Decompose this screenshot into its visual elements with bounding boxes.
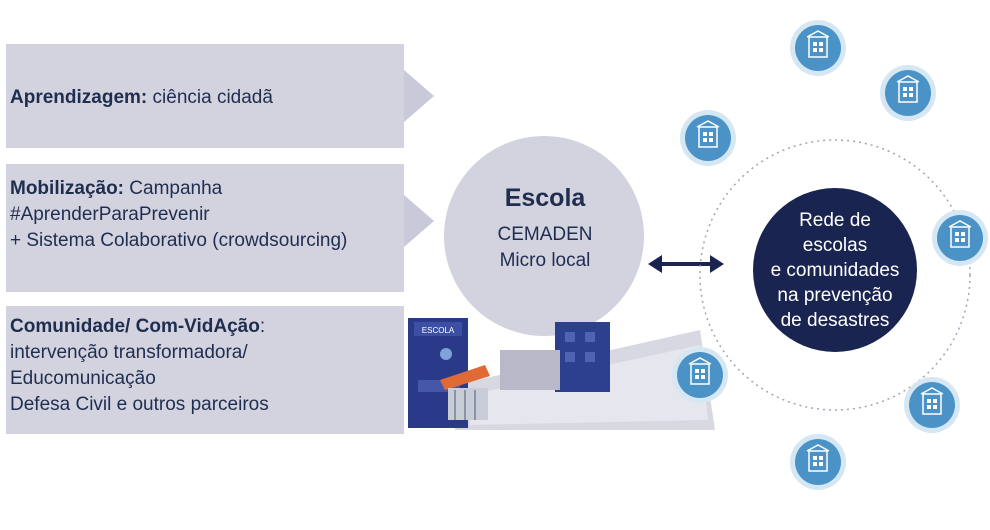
school-line2: Micro local: [499, 250, 591, 271]
school-building-icon: [904, 377, 960, 433]
network-ring: [699, 139, 971, 411]
school-building-icon: [932, 210, 988, 266]
school-circle-text: Escola CEMADEN Micro local: [470, 182, 620, 274]
learning-text: Aprendizagem: ciência cidadã: [10, 87, 273, 108]
network-center: [753, 188, 917, 352]
school-building-illustration: ESCOLA: [408, 318, 610, 428]
school-building-icon: [672, 347, 728, 403]
network-text: Rede de escolas e comunidades na prevenç…: [770, 210, 900, 331]
school-sign: ESCOLA: [422, 326, 455, 335]
school-circle: [444, 136, 644, 336]
community-box: [6, 306, 404, 434]
mobilization-box: [6, 164, 404, 292]
learning-box: [6, 44, 404, 148]
double-arrow-icon: [648, 255, 724, 273]
network-nodes: [672, 20, 988, 490]
school-building-icon: [880, 65, 936, 121]
mobilization-text: Mobilização: Campanha #AprenderParaPreve…: [10, 178, 348, 251]
box-arrow-1: [404, 70, 434, 122]
school-title: Escola: [504, 184, 586, 212]
school-building-icon: [790, 434, 846, 490]
school-line1: CEMADEN: [497, 224, 593, 245]
community-text: Comunidade/ Com-VidAção: intervenção tra…: [10, 316, 269, 415]
school-building-icon: [790, 20, 846, 76]
box-arrow-2: [404, 195, 434, 247]
school-building-icon: [680, 110, 736, 166]
